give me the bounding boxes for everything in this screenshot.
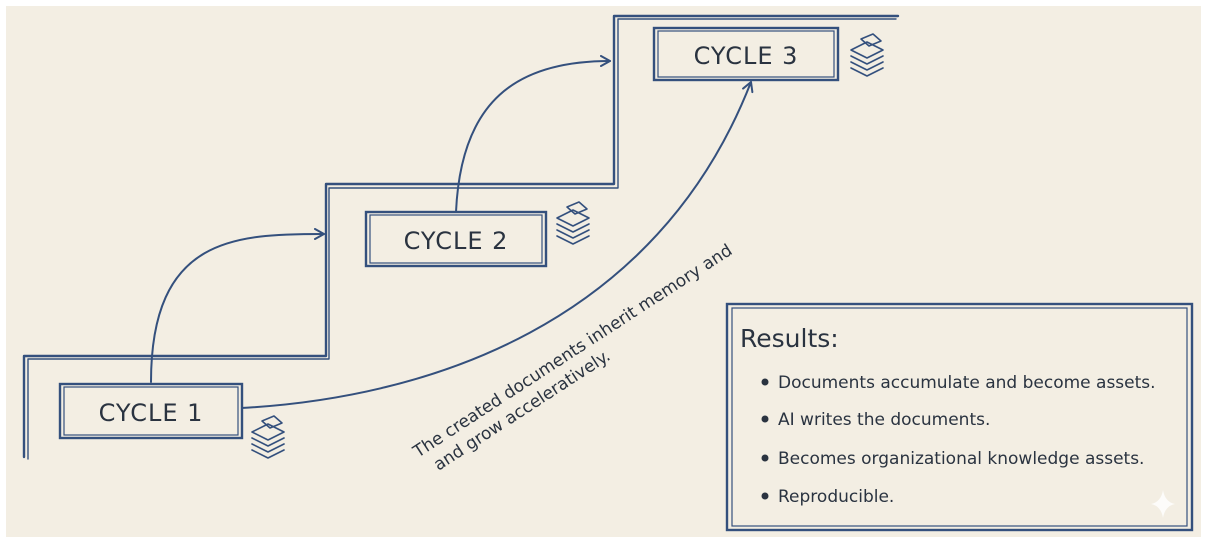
bullet-dot — [761, 454, 769, 462]
cycle-2-label: CYCLE 2 — [404, 227, 509, 255]
note-line-1: The created documents inherit memory and — [409, 241, 736, 463]
document-stack-icon — [556, 201, 590, 245]
bullet-dot — [761, 492, 769, 500]
results-item: AI writes the documents. — [778, 410, 990, 430]
bullet-dot — [761, 378, 769, 386]
diagram-canvas: CYCLE 1 CYCLE 2 CYCLE 3 The created docu… — [6, 6, 1201, 537]
cycle-2-box: CYCLE 2 — [364, 210, 548, 268]
sparkle-icon — [1151, 490, 1175, 518]
results-item: Reproducible. — [778, 487, 894, 507]
results-title: Results: — [740, 324, 839, 353]
cycle-3-label: CYCLE 3 — [694, 42, 799, 70]
cycle-diagram: CYCLE 1 CYCLE 2 CYCLE 3 The created docu… — [22, 14, 1194, 532]
arrow-cycle1-to-cycle3 — [240, 81, 754, 409]
arrow-cycle2-to-cycle3 — [455, 55, 611, 213]
cycle-3-box: CYCLE 3 — [652, 26, 840, 82]
bullet-dot — [761, 415, 769, 423]
note-text: The created documents inherit memory and… — [409, 241, 736, 476]
results-box: Results: Documents accumulate and become… — [725, 302, 1194, 532]
cycle-1-label: CYCLE 1 — [99, 399, 204, 427]
document-stack-icon — [850, 33, 884, 77]
document-stack-icon — [251, 415, 285, 459]
cycle-1-box: CYCLE 1 — [58, 382, 244, 440]
results-item: Documents accumulate and become assets. — [778, 373, 1156, 393]
staircase-outline — [22, 14, 900, 459]
results-item: Becomes organizational knowledge assets. — [778, 449, 1144, 469]
arrow-cycle1-to-cycle2 — [150, 228, 325, 383]
